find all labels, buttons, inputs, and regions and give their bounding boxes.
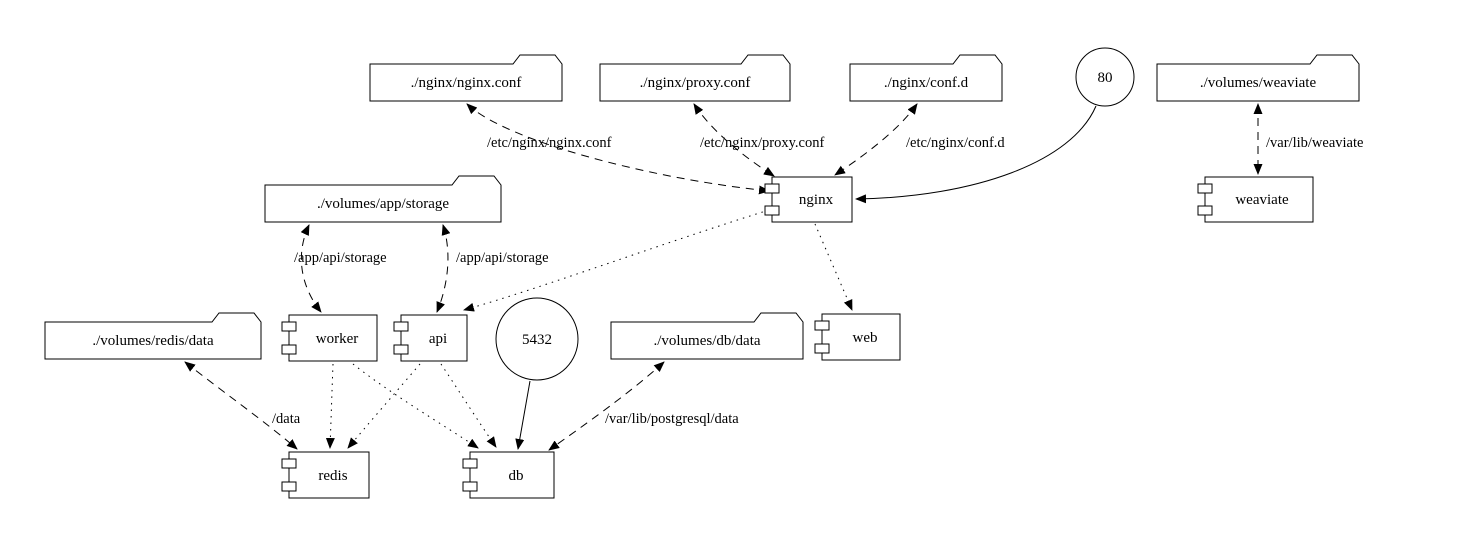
node-label: worker bbox=[316, 331, 358, 347]
component-icon bbox=[462, 481, 478, 492]
edge-port80-nginx bbox=[855, 105, 1097, 204]
node-label: ./nginx/nginx.conf bbox=[411, 75, 522, 91]
component-icon bbox=[281, 481, 297, 492]
component-box bbox=[821, 313, 901, 361]
node-label: redis bbox=[318, 468, 347, 484]
node-service-weaviate: weaviate bbox=[1197, 176, 1314, 223]
node-folder-volumes-db-data: ./volumes/db/data bbox=[610, 312, 804, 360]
folder-icon bbox=[44, 312, 262, 360]
component-icon bbox=[764, 183, 780, 194]
component-box bbox=[469, 451, 555, 499]
component-box bbox=[400, 314, 468, 362]
component-box bbox=[771, 176, 853, 223]
folder-icon bbox=[610, 312, 804, 360]
edge-nginx-api bbox=[463, 209, 770, 312]
node-port-5432: 5432 bbox=[495, 297, 579, 381]
edge-worker-redis bbox=[325, 363, 335, 449]
edge-label-app-api-storage-worker: /app/api/storage bbox=[294, 250, 387, 266]
edge-db-volume bbox=[548, 361, 665, 451]
folder-icon bbox=[849, 54, 1003, 102]
edge-nginx-nginxconf bbox=[466, 103, 770, 195]
node-label: 5432 bbox=[522, 332, 552, 348]
node-label: ./volumes/redis/data bbox=[92, 333, 214, 349]
edge-label-data: /data bbox=[272, 411, 301, 427]
edge-labels-layer: /etc/nginx/nginx.conf /etc/nginx/proxy.c… bbox=[272, 135, 1363, 427]
edge-worker-storage bbox=[300, 224, 322, 313]
edges-layer bbox=[184, 103, 1263, 451]
port-circle bbox=[1075, 47, 1135, 107]
folder-icon bbox=[1156, 54, 1360, 102]
node-label: 80 bbox=[1098, 70, 1113, 86]
component-icon bbox=[462, 458, 478, 469]
node-service-db: db bbox=[462, 451, 555, 499]
edge-label-var-lib-postgresql: /var/lib/postgresql/data bbox=[605, 411, 739, 427]
folder-icon bbox=[264, 175, 502, 223]
component-icon bbox=[393, 344, 409, 355]
folder-icon bbox=[369, 54, 563, 102]
edge-port5432-db bbox=[515, 380, 531, 450]
node-folder-volumes-app-storage: ./volumes/app/storage bbox=[264, 175, 502, 223]
node-folder-proxy-conf: ./nginx/proxy.conf bbox=[599, 54, 791, 102]
node-label: ./nginx/proxy.conf bbox=[640, 75, 751, 91]
edge-api-db bbox=[440, 363, 497, 448]
node-service-worker: worker bbox=[281, 314, 378, 362]
node-label: ./nginx/conf.d bbox=[884, 75, 969, 91]
component-icon bbox=[281, 458, 297, 469]
component-icon bbox=[814, 343, 830, 354]
component-icon bbox=[814, 320, 830, 331]
component-icon bbox=[281, 321, 297, 332]
port-circle bbox=[495, 297, 579, 381]
edge-worker-db bbox=[352, 363, 479, 449]
node-label: nginx bbox=[799, 192, 834, 208]
node-label: ./volumes/weaviate bbox=[1200, 75, 1317, 91]
folder-icon bbox=[599, 54, 791, 102]
node-folder-volumes-weaviate: ./volumes/weaviate bbox=[1156, 54, 1360, 102]
component-box bbox=[288, 314, 378, 362]
node-label: web bbox=[853, 330, 878, 346]
edge-redis-volume bbox=[184, 361, 298, 450]
component-icon bbox=[281, 344, 297, 355]
edge-nginx-confd bbox=[834, 103, 918, 176]
edge-label-app-api-storage-api: /app/api/storage bbox=[456, 250, 549, 266]
component-icon bbox=[1197, 205, 1213, 216]
component-box bbox=[1204, 176, 1314, 223]
node-folder-volumes-redis-data: ./volumes/redis/data bbox=[44, 312, 262, 360]
node-service-api: api bbox=[393, 314, 468, 362]
node-label: ./volumes/app/storage bbox=[317, 196, 449, 212]
node-label: weaviate bbox=[1235, 192, 1289, 208]
edge-label-etc-nginx-conf: /etc/nginx/nginx.conf bbox=[487, 135, 612, 151]
node-folder-nginx-conf: ./nginx/nginx.conf bbox=[369, 54, 563, 102]
component-icon bbox=[764, 205, 780, 216]
node-folder-conf-d: ./nginx/conf.d bbox=[849, 54, 1003, 102]
node-port-80: 80 bbox=[1075, 47, 1135, 107]
node-label: api bbox=[429, 331, 447, 347]
node-label: db bbox=[509, 468, 524, 484]
component-icon bbox=[393, 321, 409, 332]
edge-label-var-lib-weaviate: /var/lib/weaviate bbox=[1266, 135, 1363, 151]
edge-api-storage bbox=[436, 224, 451, 313]
node-service-nginx: nginx bbox=[764, 176, 853, 223]
node-label: ./volumes/db/data bbox=[653, 333, 760, 349]
component-icon bbox=[1197, 183, 1213, 194]
edge-label-etc-proxy-conf: /etc/nginx/proxy.conf bbox=[700, 135, 824, 151]
node-service-web: web bbox=[814, 313, 901, 361]
edge-label-etc-confd: /etc/nginx/conf.d bbox=[906, 135, 1005, 151]
node-service-redis: redis bbox=[281, 451, 370, 499]
component-box bbox=[288, 451, 370, 499]
edge-nginx-web bbox=[814, 223, 853, 311]
edge-api-redis bbox=[347, 363, 421, 449]
